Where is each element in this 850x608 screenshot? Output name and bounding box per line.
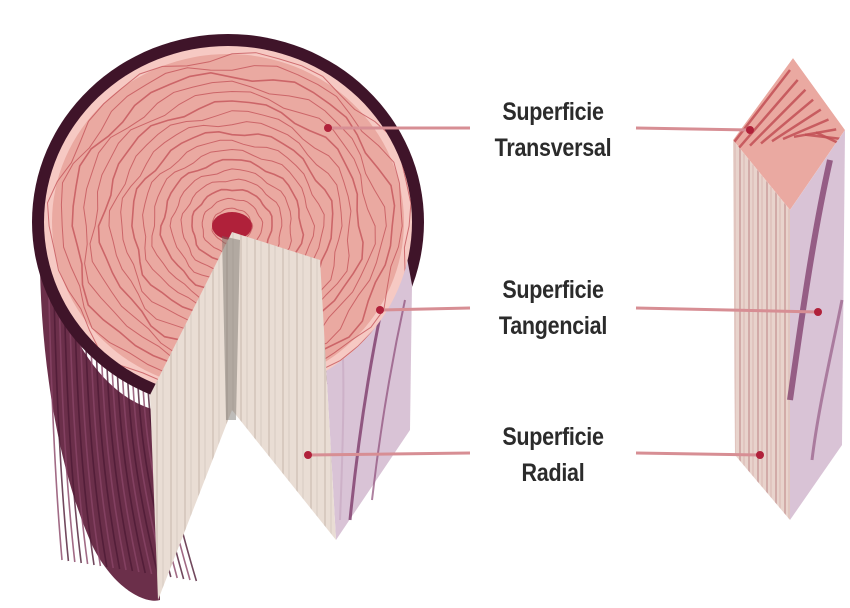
- marker-plank-radial: [756, 451, 764, 459]
- leader-line-log-radial: [308, 453, 470, 455]
- label-tangential-line1: Superficie: [471, 275, 634, 305]
- label-radial-line2: Radial: [471, 458, 634, 488]
- radial-face-right: [232, 232, 336, 540]
- log-illustration: [32, 34, 424, 601]
- label-transverse-line1: Superficie: [471, 97, 634, 127]
- marker-plank-tangencial: [814, 308, 822, 316]
- label-transverse-line2: Transversal: [471, 133, 634, 163]
- marker-log-radial: [304, 451, 312, 459]
- label-tangential-line2: Tangencial: [471, 311, 634, 341]
- leader-line-plank-transversal: [636, 128, 750, 130]
- plank-illustration: [728, 58, 850, 520]
- leader-line-log-tangencial: [380, 308, 470, 310]
- marker-log-transversal: [324, 124, 332, 132]
- leader-line-plank-radial: [636, 453, 760, 455]
- label-radial-line1: Superficie: [471, 422, 634, 452]
- marker-log-tangencial: [376, 306, 384, 314]
- marker-plank-transversal: [746, 126, 754, 134]
